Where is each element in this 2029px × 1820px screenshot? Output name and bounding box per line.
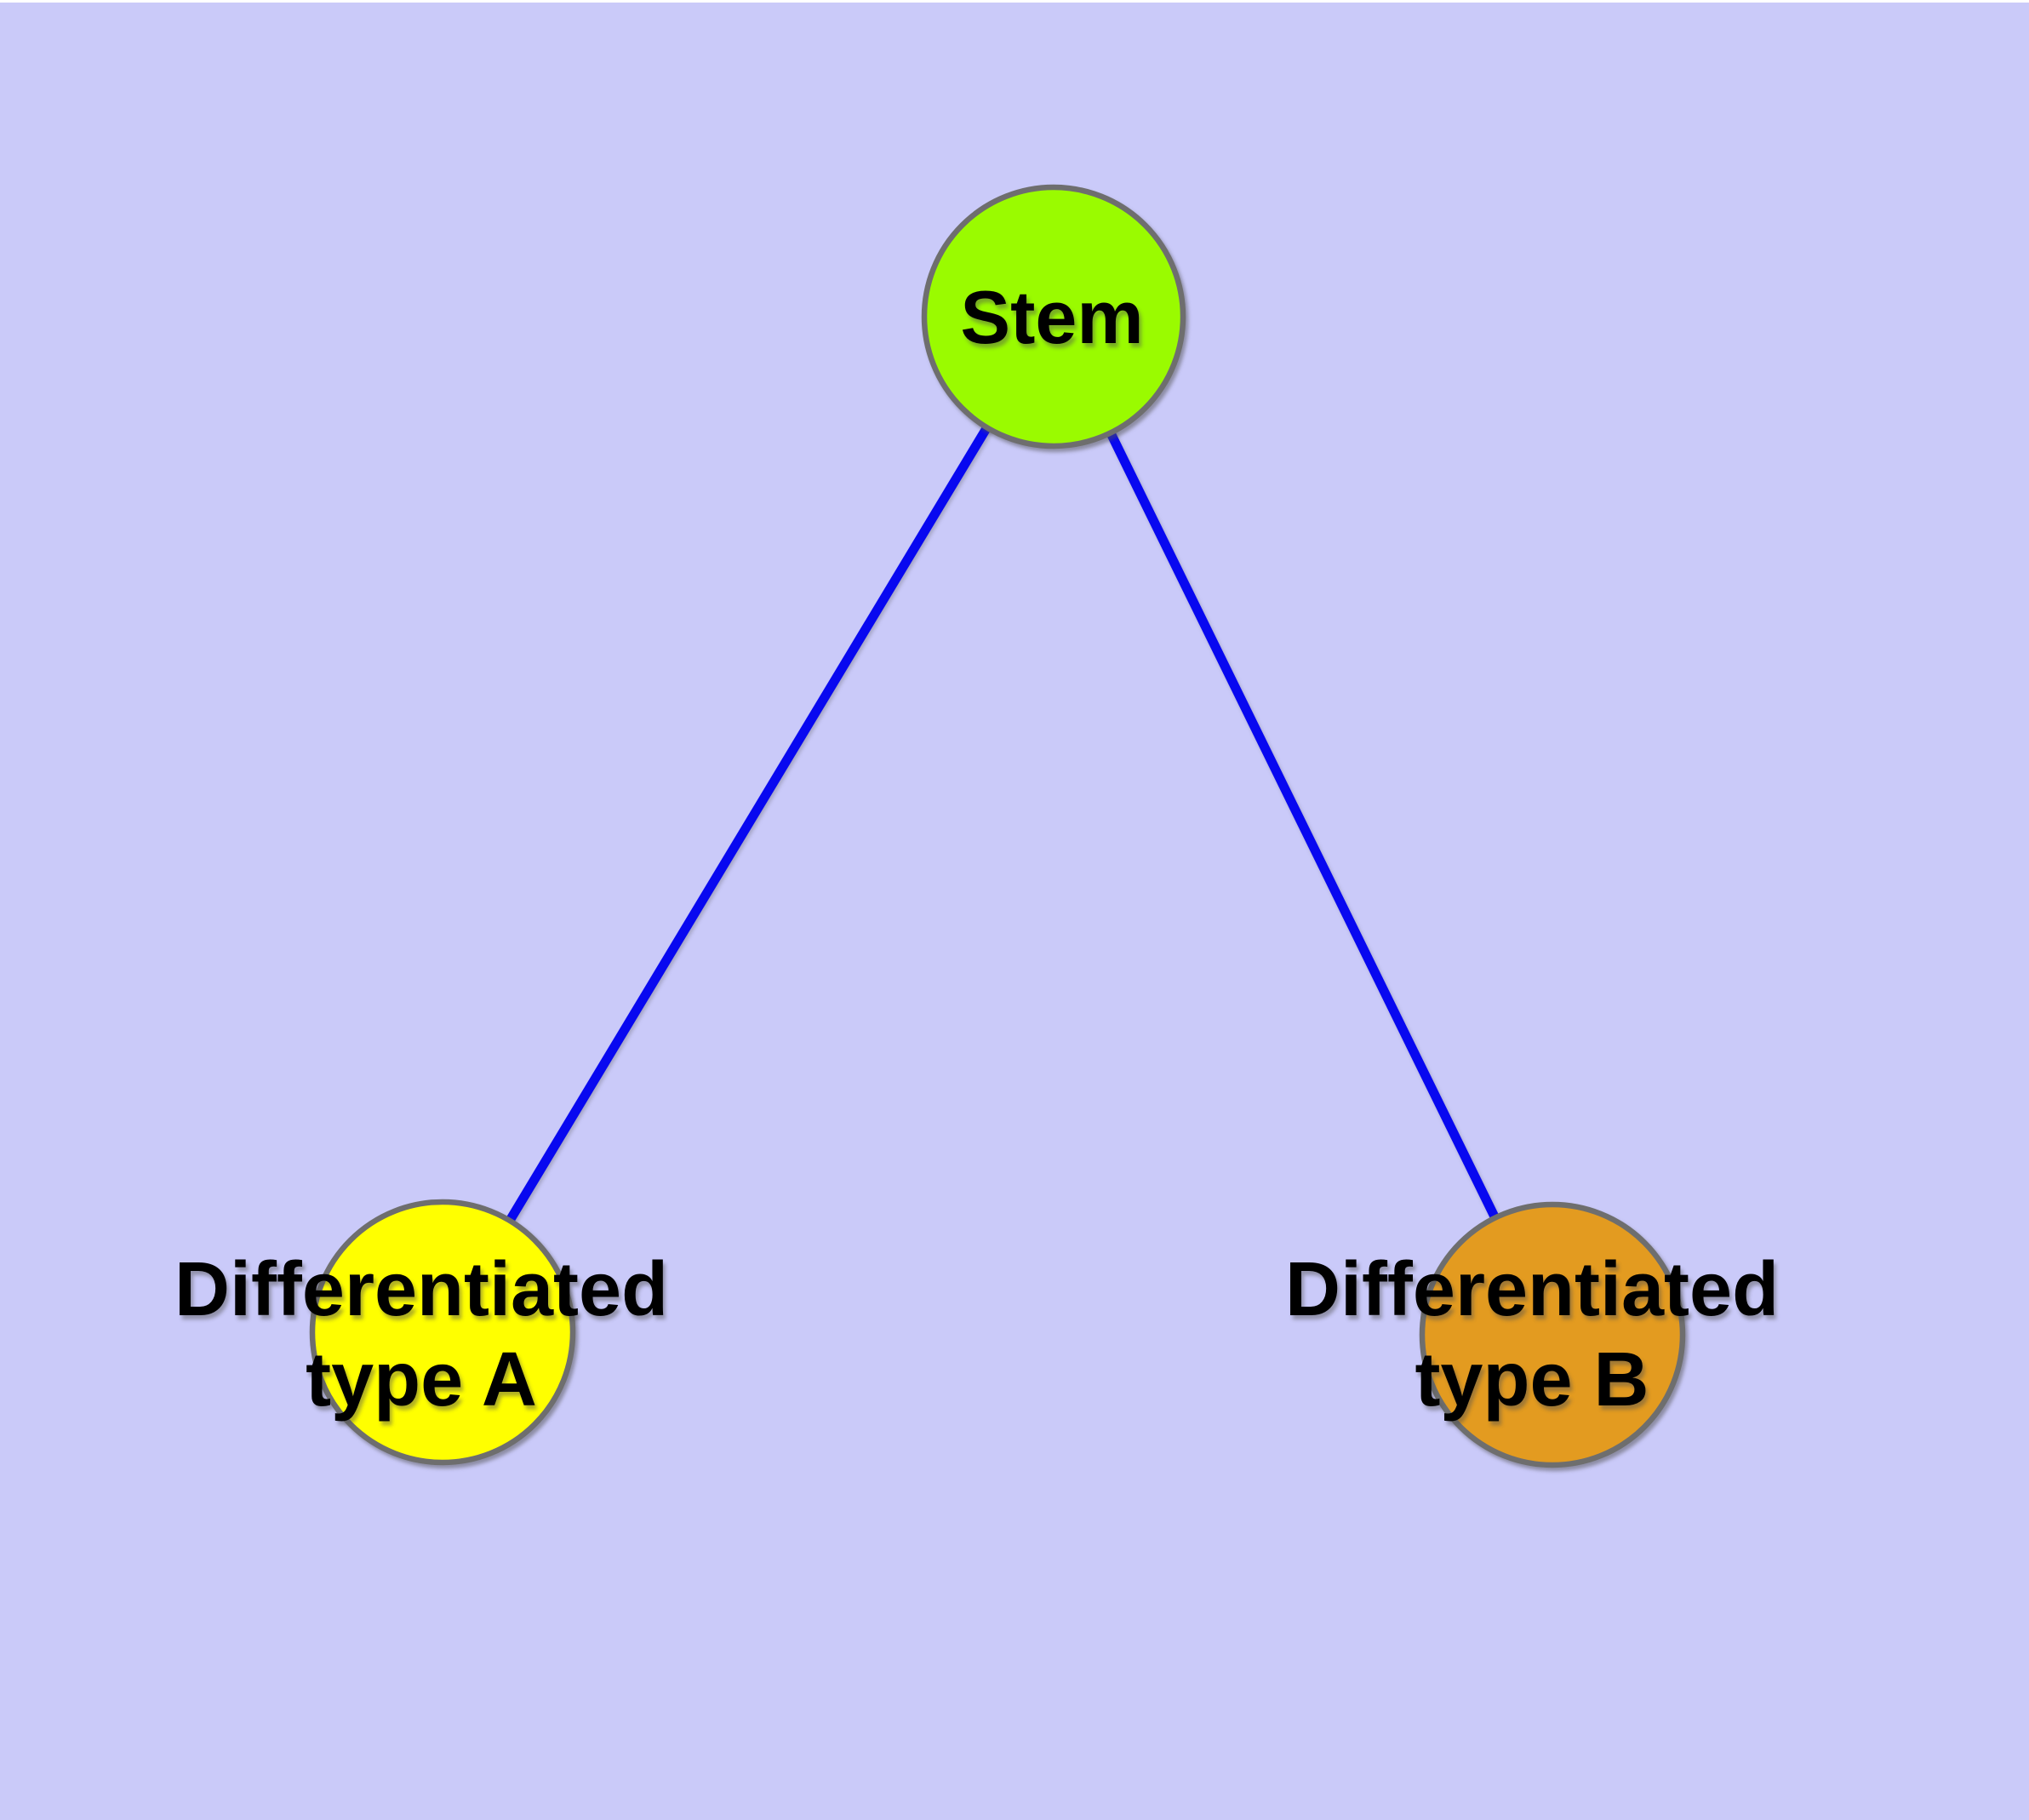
node-type-a-circle bbox=[309, 1199, 576, 1466]
node-type-b-circle bbox=[1419, 1201, 1686, 1468]
edge-stem-type-b bbox=[1049, 314, 1557, 1337]
edge-stem-type-a bbox=[438, 314, 1058, 1335]
node-stem-circle bbox=[921, 184, 1186, 449]
top-edge-strip bbox=[0, 0, 2029, 3]
